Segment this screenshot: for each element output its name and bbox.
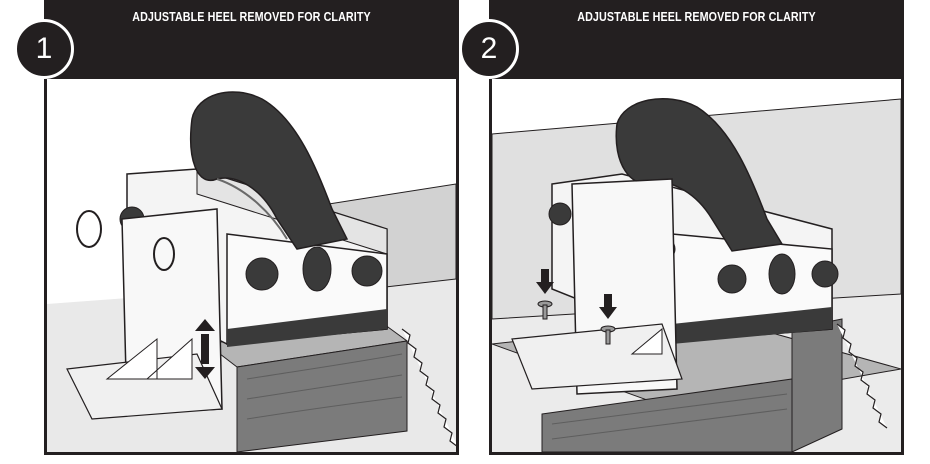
step-1-panel: ADJUSTABLE HEEL REMOVED FOR CLARITY — [44, 0, 459, 455]
rotate-arrow-icon — [76, 210, 175, 271]
screw-icon — [537, 300, 616, 345]
saw-blade — [401, 328, 456, 447]
up-down-arrow-icon — [195, 319, 215, 379]
step-1-illustration — [47, 91, 456, 452]
heel-plate — [511, 178, 683, 395]
step-2-number-badge: 2 — [459, 19, 519, 79]
step-2-illustration — [492, 97, 901, 452]
step-2-panel: ADJUSTABLE HEEL REMOVED FOR CLARITY — [489, 0, 904, 455]
down-arrow-icon — [536, 269, 617, 319]
heel-plate — [66, 208, 223, 420]
step-1-caption: ADJUSTABLE HEEL REMOVED FOR CLARITY — [132, 10, 371, 24]
saw-blade — [836, 323, 888, 429]
step-1-header-bar: ADJUSTABLE HEEL REMOVED FOR CLARITY — [47, 3, 456, 79]
step-2-header-bar: ADJUSTABLE HEEL REMOVED FOR CLARITY — [492, 3, 901, 79]
step-1-number-badge: 1 — [14, 19, 74, 79]
step-2-caption: ADJUSTABLE HEEL REMOVED FOR CLARITY — [577, 10, 816, 24]
